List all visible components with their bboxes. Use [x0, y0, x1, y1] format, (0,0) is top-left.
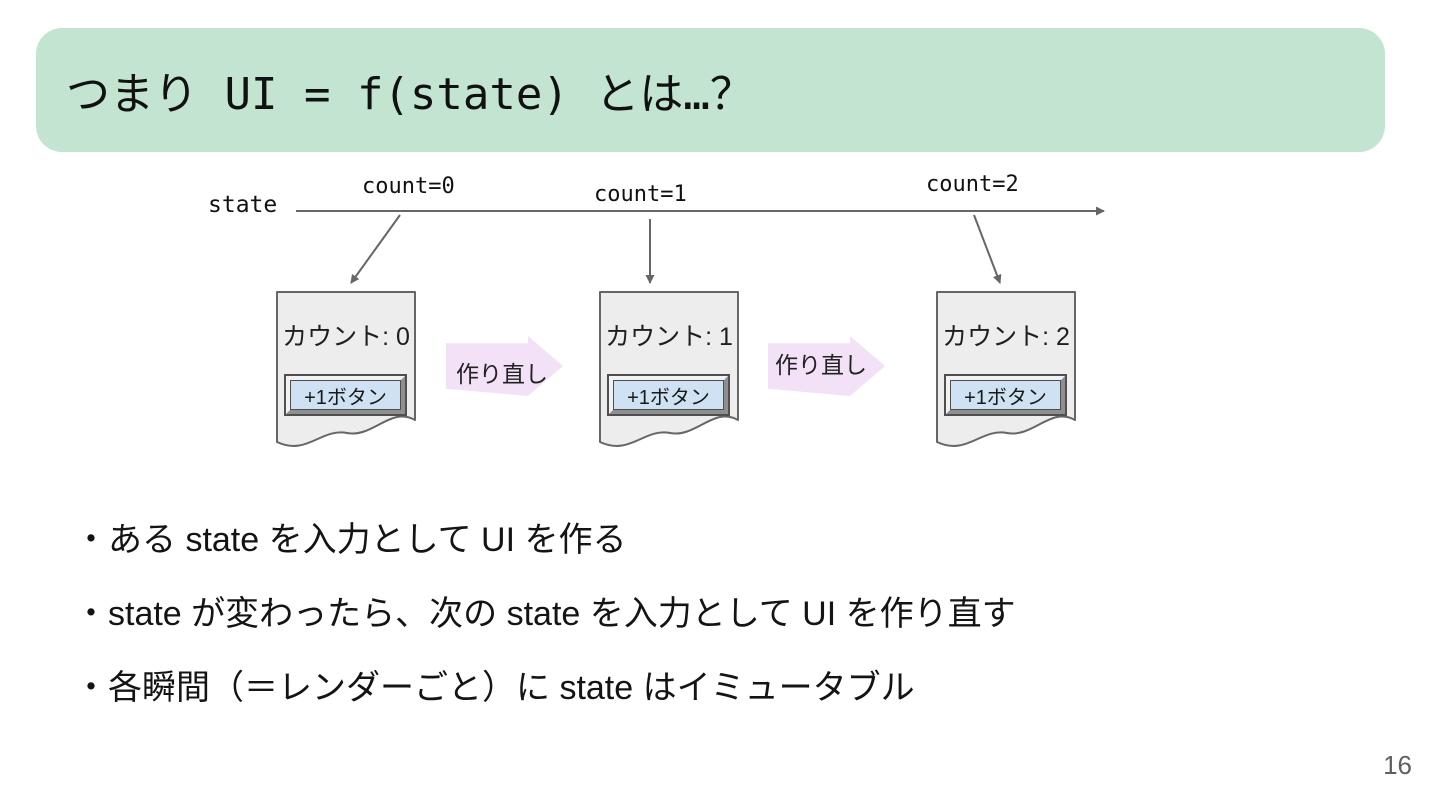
ui-card-shape-2	[936, 291, 1076, 447]
timeline-value-count1: count=1	[594, 182, 687, 207]
plus-one-button-2[interactable]: +1ボタン	[946, 376, 1065, 414]
rebuild-arrow-label-0: 作り直し	[456, 361, 548, 387]
plus-one-button-0[interactable]: +1ボタン	[286, 376, 405, 414]
slide-title: つまり UI = f(state) とは…？	[66, 69, 754, 120]
page-number: 16	[1383, 750, 1412, 780]
card-count-text-2: カウント: 2	[942, 323, 1070, 351]
bullet-point-1: ・ある state を入力として UI を作る	[74, 521, 627, 559]
timeline-label: state	[208, 192, 278, 218]
rebuild-arrow-0: 作り直し	[446, 336, 563, 396]
ui-card-shape-1	[599, 291, 739, 447]
connector-count2-to-card	[973, 214, 1002, 284]
rebuild-arrow-label-1: 作り直し	[775, 352, 867, 378]
rebuild-arrow-1: 作り直し	[768, 336, 885, 396]
connector-count0-to-card	[350, 214, 401, 284]
slide-title-banner: つまり UI = f(state) とは…？	[36, 28, 1385, 152]
card-count-text-1: カウント: 1	[605, 323, 733, 351]
bullet-point-2: ・state が変わったら、次の state を入力として UI を作り直す	[74, 595, 1016, 633]
timeline-value-count0: count=0	[362, 174, 455, 199]
timeline-value-count2: count=2	[926, 172, 1019, 197]
ui-card-shape-0	[276, 291, 416, 447]
plus-one-button-1[interactable]: +1ボタン	[609, 376, 728, 414]
card-count-text-0: カウント: 0	[282, 323, 410, 351]
bullet-point-3: ・各瞬間（＝レンダーごと）に state はイミュータブル	[74, 669, 915, 707]
